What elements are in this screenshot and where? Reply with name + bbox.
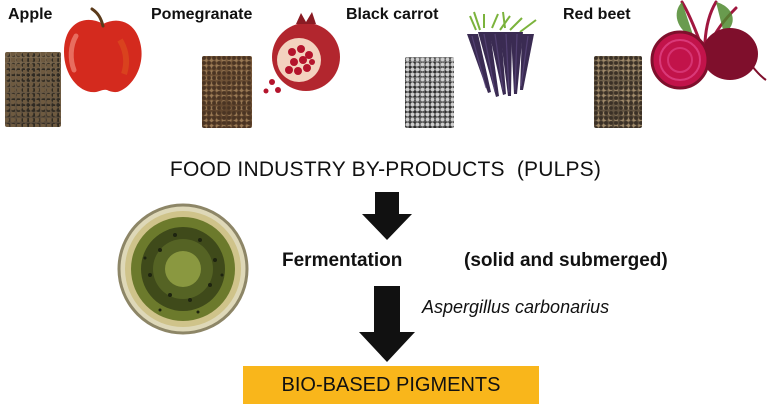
- process-step-label: Fermentation: [282, 250, 403, 271]
- process-condition-label: (solid and submerged): [464, 250, 668, 271]
- pomegranate-icon: [263, 12, 340, 94]
- apple-pulp-sample: [5, 52, 61, 127]
- red-beet-pulp-sample: [594, 56, 642, 128]
- result-box: BIO-BASED PIGMENTS: [243, 366, 539, 404]
- red-beet-icon: [650, 0, 767, 90]
- apple-icon: [64, 7, 142, 93]
- fruit-label-pomegranate: Pomegranate: [151, 6, 253, 23]
- organism-label: Aspergillus carbonarius: [422, 297, 610, 317]
- black-carrot-icon: [467, 11, 537, 97]
- black-carrot-pulp-sample: [405, 57, 454, 128]
- fruit-label-apple: Apple: [8, 6, 53, 23]
- petri-dish-icon: [117, 203, 249, 335]
- diagram-title: FOOD INDUSTRY BY-PRODUCTS (PULPS): [169, 158, 602, 181]
- pomegranate-pulp-sample: [202, 56, 252, 128]
- fruit-label-red-beet: Red beet: [563, 6, 631, 23]
- down-arrow-icon: [359, 286, 415, 362]
- down-arrow-icon: [362, 192, 412, 240]
- fruit-label-black-carrot: Black carrot: [346, 6, 439, 23]
